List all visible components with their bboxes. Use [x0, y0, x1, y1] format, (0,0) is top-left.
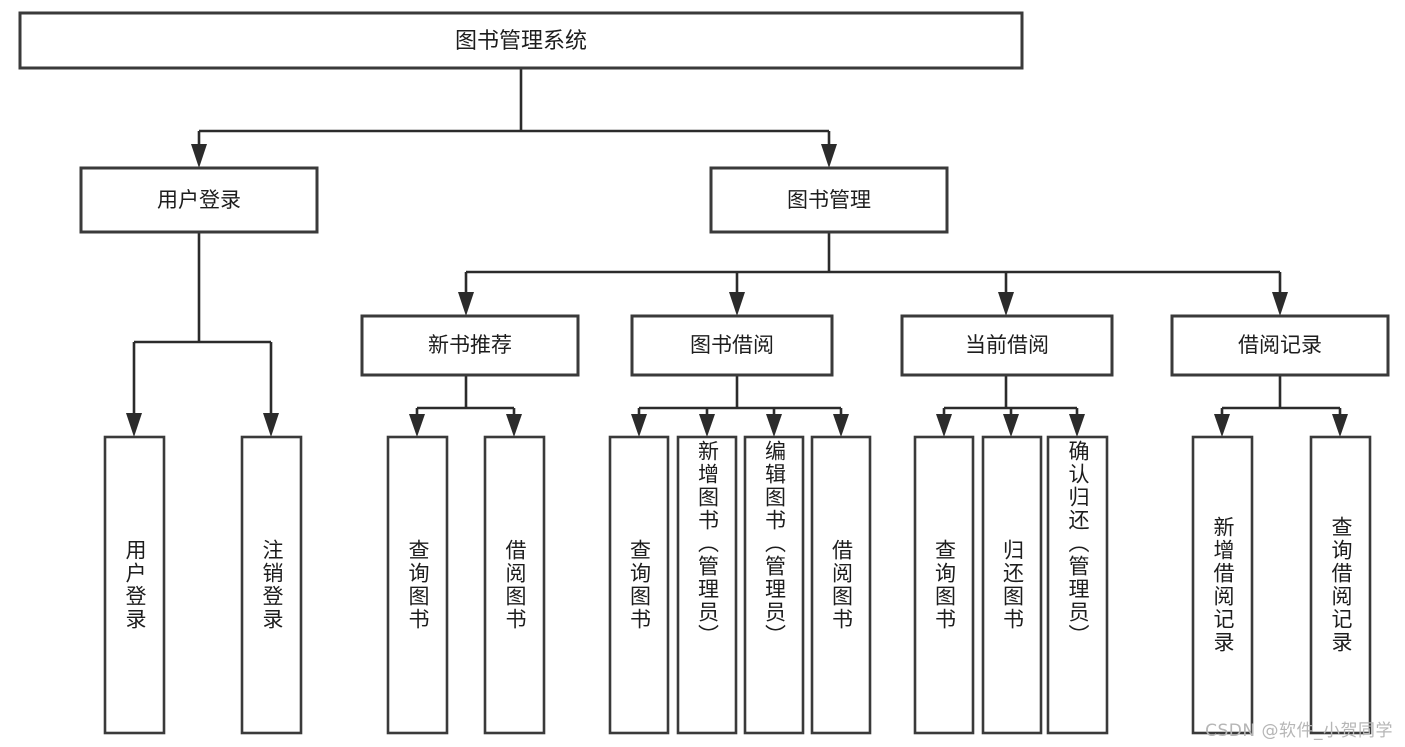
arrow-head-leaf-confirm-return-admin	[1069, 414, 1085, 437]
leaf-box-user-login[interactable]	[103, 435, 166, 735]
node-new-book-recommend[interactable]: 新书推荐	[360, 314, 580, 377]
connectors-user-login-to-leaves	[126, 232, 279, 437]
node-new-book-recommend-box[interactable]	[360, 314, 580, 377]
leaf-box-query-book-3[interactable]	[913, 435, 975, 735]
arrow-head-leaf-query-book-3	[936, 414, 952, 437]
arrow-head-book-manage	[821, 144, 837, 168]
connectors-book-manage-to-level3	[458, 232, 1288, 316]
node-borrow-record[interactable]: 借阅记录	[1170, 314, 1390, 377]
arrow-head-user-login	[191, 144, 207, 168]
node-book-borrow[interactable]: 图书借阅	[630, 314, 834, 377]
leaf-box-add-borrow-record[interactable]	[1191, 435, 1254, 735]
node-user-login[interactable]: 用户登录	[79, 166, 319, 234]
arrow-head-leaf-borrow-book-1	[506, 414, 522, 437]
arrow-head-new-book-recommend	[458, 292, 474, 316]
leaf-box-query-book-2[interactable]	[608, 435, 670, 735]
arrow-head-leaf-user-login	[126, 413, 142, 437]
node-borrow-record-label: 借阅记录	[1238, 333, 1322, 357]
connectors-new-book-recommend-to-leaves	[409, 375, 522, 437]
node-root-label: 图书管理系统	[455, 29, 587, 54]
leaf-box-confirm-return-admin[interactable]	[1046, 435, 1109, 735]
node-book-manage[interactable]: 图书管理	[709, 166, 949, 234]
leaf-box-add-book-admin[interactable]	[676, 435, 738, 735]
node-current-borrow-label: 当前借阅	[965, 333, 1049, 357]
arrow-head-current-borrow	[998, 292, 1014, 316]
leaf-boxes	[103, 435, 1372, 735]
arrow-head-leaf-query-book-1	[409, 414, 425, 437]
arrow-head-leaf-query-borrow-record	[1332, 414, 1348, 437]
arrow-head-leaf-query-book-2	[631, 414, 647, 437]
connectors-current-borrow-to-leaves	[936, 375, 1085, 437]
leaf-box-query-borrow-record[interactable]	[1309, 435, 1372, 735]
leaf-box-borrow-book-2[interactable]	[810, 435, 872, 735]
arrow-head-leaf-user-logout	[263, 413, 279, 437]
arrow-head-borrow-record	[1272, 292, 1288, 316]
node-user-login-label: 用户登录	[157, 188, 241, 212]
leaf-box-edit-book-admin[interactable]	[743, 435, 805, 735]
arrow-head-leaf-return-book	[1003, 414, 1019, 437]
leaf-box-return-book[interactable]	[981, 435, 1043, 735]
arrow-head-leaf-borrow-book-2	[833, 414, 849, 437]
node-book-borrow-label: 图书借阅	[690, 333, 774, 357]
connectors-root-to-level2	[191, 68, 837, 168]
node-root-box[interactable]	[18, 11, 1024, 70]
node-borrow-record-box[interactable]	[1170, 314, 1390, 377]
connectors-borrow-record-to-leaves	[1214, 375, 1348, 437]
node-book-manage-box[interactable]	[709, 166, 949, 234]
node-book-borrow-box[interactable]	[630, 314, 834, 377]
node-new-book-recommend-label: 新书推荐	[428, 333, 512, 357]
node-user-login-box[interactable]	[79, 166, 319, 234]
arrow-head-leaf-add-book-admin	[699, 414, 715, 437]
leaf-box-user-logout[interactable]	[240, 435, 303, 735]
node-root[interactable]: 图书管理系统	[18, 11, 1024, 70]
node-current-borrow[interactable]: 当前借阅	[900, 314, 1114, 377]
arrow-head-leaf-edit-book-admin	[766, 414, 782, 437]
leaf-box-query-book-1[interactable]	[386, 435, 449, 735]
arrow-head-leaf-add-borrow-record	[1214, 414, 1230, 437]
arrow-head-book-borrow	[729, 292, 745, 316]
csdn-watermark: CSDN @软件_小贺同学	[1205, 721, 1393, 741]
node-current-borrow-box[interactable]	[900, 314, 1114, 377]
connectors-book-borrow-to-leaves	[631, 375, 849, 437]
node-book-manage-label: 图书管理	[787, 188, 871, 212]
leaf-box-borrow-book-1[interactable]	[483, 435, 546, 735]
